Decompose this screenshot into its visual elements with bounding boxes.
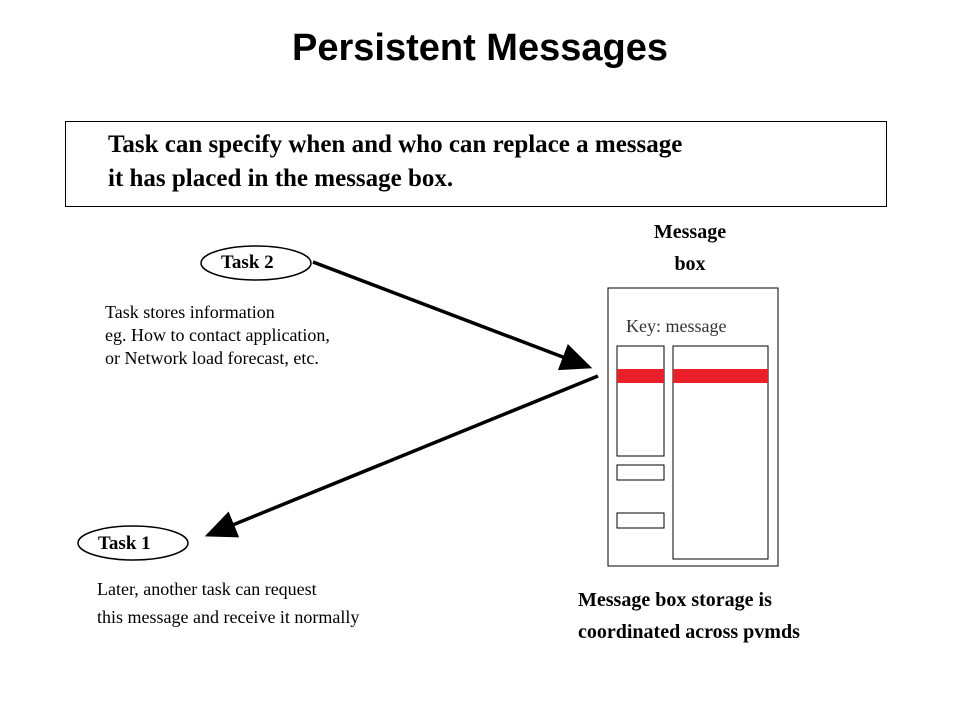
task-2-oval (200, 245, 312, 281)
task-1-note-line-2: this message and receive it normally (97, 607, 360, 627)
callout-box: Task can specify when and who can replac… (65, 121, 887, 207)
task-2-note-line-2: eg. How to contact application, (105, 325, 330, 345)
task-1-note-line-1: Later, another task can request (97, 579, 317, 599)
callout-line-2: it has placed in the message box. (108, 165, 454, 192)
storage-note-line-1: Message box storage is (578, 589, 772, 611)
highlighted-message-entry (673, 369, 768, 383)
task-2-note-line-1: Task stores information (105, 302, 275, 322)
task-2-note-line-3: or Network load forecast, etc. (105, 348, 319, 368)
arrow-task2-to-box (312, 260, 593, 371)
task-2-label: Task 2 (221, 252, 274, 273)
message-box-key-label: Key: message (626, 316, 727, 336)
callout-line-1: Task can specify when and who can replac… (108, 131, 683, 158)
task-1-label: Task 1 (98, 533, 151, 554)
arrow-box-to-task1 (204, 374, 599, 538)
key-slot-2 (616, 512, 665, 529)
message-box-title-line-1: Message (653, 221, 727, 243)
storage-note-line-2: coordinated across pvmds (578, 621, 800, 643)
task-1-oval (77, 525, 189, 561)
highlighted-key-entry (617, 369, 664, 383)
key-slot-1 (616, 464, 665, 481)
slide-title: Persistent Messages (292, 27, 668, 69)
key-column (616, 345, 665, 457)
message-box-title-line-2: box (674, 253, 706, 275)
